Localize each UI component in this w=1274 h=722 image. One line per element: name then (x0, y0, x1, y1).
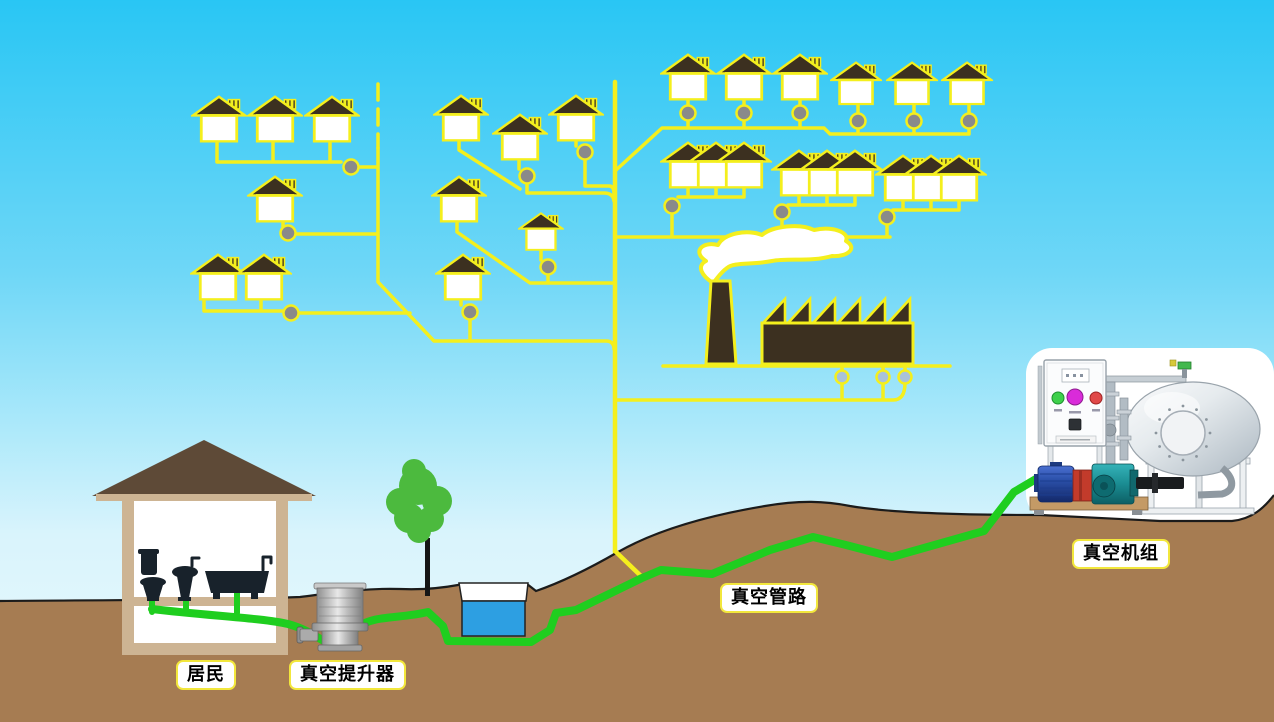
house-icon (435, 253, 491, 301)
factory-chimney (704, 279, 738, 366)
valve-pit-icon (663, 197, 681, 215)
houses-layer (190, 53, 993, 301)
tank-manhole (1160, 410, 1206, 456)
house-icon (236, 253, 292, 301)
tank-valve (1177, 361, 1192, 370)
coupling (1072, 469, 1093, 502)
valve-pit-icon (960, 112, 978, 130)
motor (1037, 465, 1075, 503)
house-icon (772, 53, 828, 101)
factory-pit-icon (897, 369, 913, 385)
bolt-icon (1158, 445, 1161, 448)
valve-pit-icon (461, 303, 479, 321)
tank-drain-pipe (1197, 465, 1236, 499)
basin-water (461, 600, 526, 637)
valve-pit-icon (342, 158, 360, 176)
toilet-icon (138, 549, 166, 601)
bolt-icon (1205, 418, 1208, 421)
house-icon (518, 212, 564, 251)
bolt-icon (1195, 408, 1198, 411)
valve-pit-icon (576, 143, 594, 161)
vacuum-pump-train (1034, 462, 1184, 505)
control-cabinet (1037, 359, 1107, 447)
residence-house (92, 440, 316, 655)
bolt-icon (1181, 404, 1185, 408)
tree-trunk (425, 538, 430, 596)
house-icon (247, 175, 303, 223)
house-icon (830, 61, 882, 106)
residence-eave (96, 494, 312, 501)
main-trunk-drop (612, 548, 645, 580)
sink-icon (172, 556, 201, 601)
magenta-button (1066, 388, 1084, 406)
valve-pits-layer (279, 104, 978, 322)
bolt-icon (1208, 431, 1212, 435)
factory-smoke (697, 224, 854, 285)
bolt-icon (1168, 408, 1171, 411)
residence-floor (134, 597, 276, 606)
collection-network (202, 79, 971, 555)
valve-pit-icon (279, 224, 297, 242)
factory (697, 224, 915, 385)
house-icon (304, 95, 360, 143)
house-icon (660, 53, 716, 101)
house-icon (886, 61, 938, 106)
house-icon (247, 95, 303, 143)
label-vacuum-unit: 真空机组 (1072, 539, 1170, 569)
factory-pit-icon (875, 369, 891, 385)
residence-roof (92, 440, 316, 496)
house-icon (941, 61, 993, 106)
valve-pit-icon (518, 167, 536, 185)
valve-pit-icon (878, 208, 896, 226)
bolt-icon (1154, 431, 1158, 435)
label-residents: 居民 (176, 660, 236, 690)
vacuum-lifter-device (296, 582, 369, 652)
tree (386, 459, 452, 596)
green-button (1051, 391, 1065, 405)
left-cluster-pipes (202, 140, 616, 351)
house-icon (191, 95, 247, 143)
label-vacuum-pipeline: 真空管路 (720, 583, 818, 613)
bolt-icon (1205, 445, 1208, 448)
house-icon (716, 53, 772, 101)
valve-pit-icon (282, 304, 300, 322)
label-vacuum-lifter: 真空提升器 (289, 660, 406, 690)
cabinet-switch (1068, 418, 1082, 431)
house-icon (492, 113, 548, 161)
factory-building (760, 295, 915, 366)
valve-pit-icon (679, 104, 697, 122)
middle-cluster-pipes (455, 140, 616, 343)
house-icon (431, 175, 487, 223)
valve-pit-icon (905, 112, 923, 130)
valve-pit-icon (539, 258, 557, 276)
factory-pit-icon (834, 369, 850, 385)
house-icon (548, 94, 604, 142)
bolt-icon (1195, 455, 1198, 458)
bathtub-icon (205, 555, 273, 599)
house-icon (190, 253, 246, 301)
vacuum-unit-machine (1029, 359, 1261, 515)
valve-pit-icon (791, 104, 809, 122)
bolt-icon (1181, 458, 1185, 462)
valve-pit-icon (849, 112, 867, 130)
factory-pipes (614, 364, 952, 402)
collection-basin (458, 582, 529, 637)
factory-pits (834, 369, 913, 385)
right-top-row-pipes (613, 98, 971, 173)
house-icon (433, 94, 489, 142)
valve-pit-icon (773, 203, 791, 221)
manhole-bolts (1154, 404, 1212, 462)
red-button (1089, 391, 1103, 405)
pump-piping (1101, 381, 1132, 469)
bolt-icon (1168, 455, 1171, 458)
bolt-icon (1158, 418, 1161, 421)
valve-pit-icon (735, 104, 753, 122)
